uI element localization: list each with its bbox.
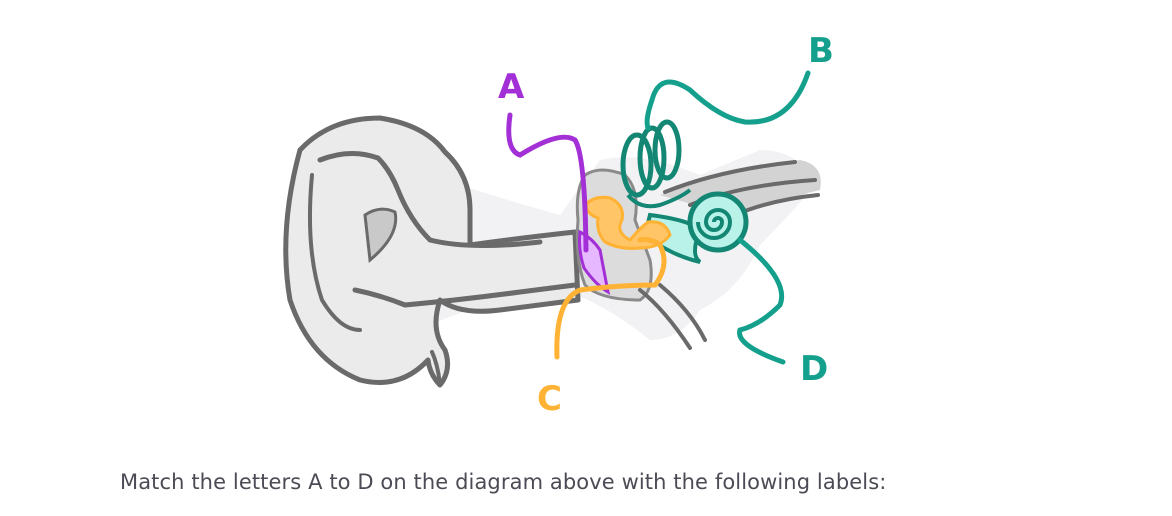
letter-b: B: [808, 31, 834, 71]
leader-line-c: [554, 237, 667, 360]
leader-line-d: [737, 237, 786, 365]
leader-line-b: [644, 70, 811, 131]
label-a: A: [498, 67, 589, 253]
ossicles: [583, 195, 672, 250]
instruction-text: Match the letters A to D on the diagram …: [120, 470, 887, 494]
eustachian-tube: [638, 283, 707, 350]
inner-ear: [620, 119, 749, 264]
leader-line-a: [506, 112, 589, 253]
letter-a: A: [498, 67, 525, 107]
label-d: D: [737, 237, 828, 389]
pinna: [283, 115, 581, 388]
label-c: C: [537, 237, 667, 419]
ear-diagram: A B C D: [283, 31, 834, 419]
letter-d: D: [800, 349, 828, 389]
letter-c: C: [537, 379, 562, 419]
label-b: B: [644, 31, 834, 131]
